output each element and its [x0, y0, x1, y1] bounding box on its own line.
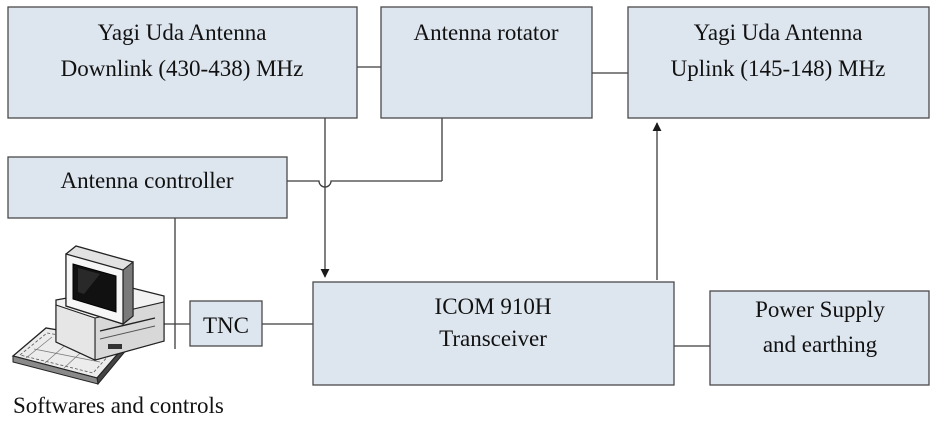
transceiver-label: Transceiver [439, 326, 547, 351]
antenna-rotator-block: Antenna rotator [380, 6, 593, 119]
uplink-antenna-title: Yagi Uda Antenna [694, 20, 863, 45]
power-supply-title: Power Supply [755, 297, 885, 322]
antenna-controller-label: Antenna controller [60, 168, 233, 193]
antenna-rotator-label: Antenna rotator [414, 20, 559, 45]
transceiver-block: ICOM 910H Transceiver [312, 281, 675, 386]
connections [160, 66, 710, 349]
power-supply-block: Power Supply and earthing [709, 290, 930, 386]
power-supply-subtitle: and earthing [763, 332, 878, 357]
uplink-antenna-band: Uplink (145-148) MHz [671, 56, 886, 81]
downlink-antenna-band: Downlink (430-438) MHz [61, 56, 304, 81]
downlink-antenna-block: Yagi Uda Antenna Downlink (430-438) MHz [7, 6, 358, 119]
controller-to-rotator-line-with-jump [287, 180, 442, 188]
antenna-controller-block: Antenna controller [7, 156, 288, 219]
uplink-antenna-block: Yagi Uda Antenna Uplink (145-148) MHz [627, 6, 930, 119]
downlink-antenna-title: Yagi Uda Antenna [98, 20, 267, 45]
tnc-block: TNC [189, 300, 263, 347]
transceiver-model: ICOM 910H [435, 294, 552, 319]
computer-caption: Softwares and controls [13, 393, 224, 418]
desktop-computer-icon [11, 245, 165, 386]
tnc-label: TNC [203, 313, 249, 338]
